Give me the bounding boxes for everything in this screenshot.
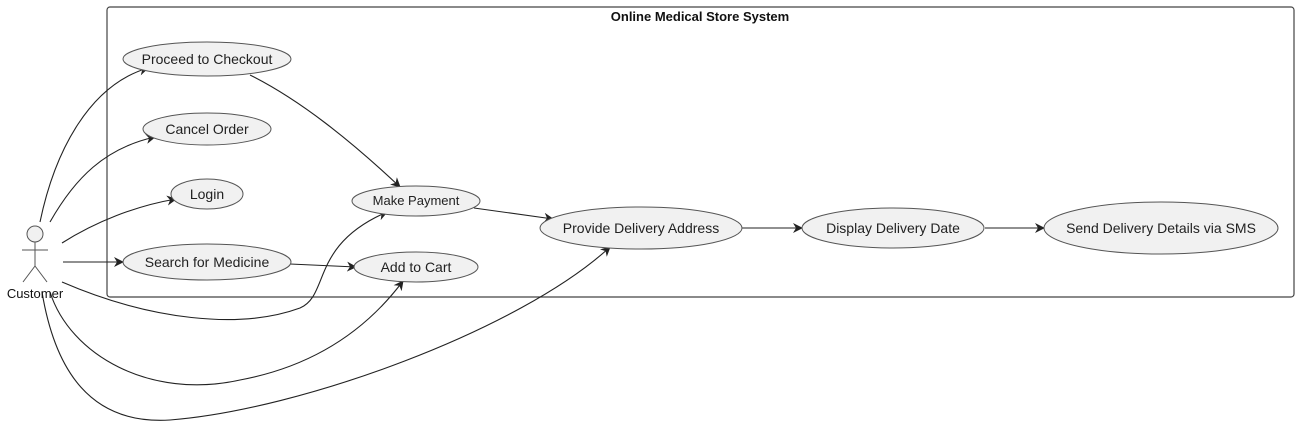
system-title: Online Medical Store System <box>611 9 789 24</box>
usecase-login: Login <box>170 178 244 210</box>
usecase-label: Cancel Order <box>165 121 249 137</box>
actor-customer: Customer <box>7 225 64 301</box>
edge-customer-checkout <box>39 65 149 223</box>
usecase-label: Add to Cart <box>381 259 452 275</box>
usecase-label: Provide Delivery Address <box>563 220 719 236</box>
system-boundary <box>106 6 1295 298</box>
usecase-label: Send Delivery Details via SMS <box>1066 220 1256 236</box>
usecase-make-payment: Make Payment <box>351 185 481 217</box>
edges <box>39 65 1045 421</box>
usecase-checkout: Proceed to Checkout <box>122 41 292 77</box>
usecase-label: Search for Medicine <box>145 254 270 270</box>
usecase-label: Login <box>190 186 224 202</box>
usecase-cancel-order: Cancel Order <box>142 112 272 146</box>
usecase-search: Search for Medicine <box>122 243 292 281</box>
edge-payment-address <box>473 207 554 223</box>
edge-customer-address <box>41 246 611 421</box>
usecase-delivery-address: Provide Delivery Address <box>539 206 743 250</box>
edge-customer-cancel <box>49 134 156 223</box>
edge-search-cart <box>289 261 357 272</box>
edge-customer-cart <box>49 280 404 386</box>
actor-head <box>26 225 44 243</box>
actor-label: Customer <box>7 286 64 301</box>
edge-checkout-payment <box>249 74 401 188</box>
usecase-label: Make Payment <box>373 193 460 208</box>
usecase-label: Display Delivery Date <box>826 220 960 236</box>
edge-customer-login <box>61 195 177 244</box>
edge-customer-payment <box>61 210 388 321</box>
usecase-label: Proceed to Checkout <box>142 51 273 67</box>
usecase-send-sms: Send Delivery Details via SMS <box>1043 201 1279 255</box>
usecase-delivery-date: Display Delivery Date <box>801 207 985 249</box>
usecase-add-to-cart: Add to Cart <box>353 251 479 283</box>
